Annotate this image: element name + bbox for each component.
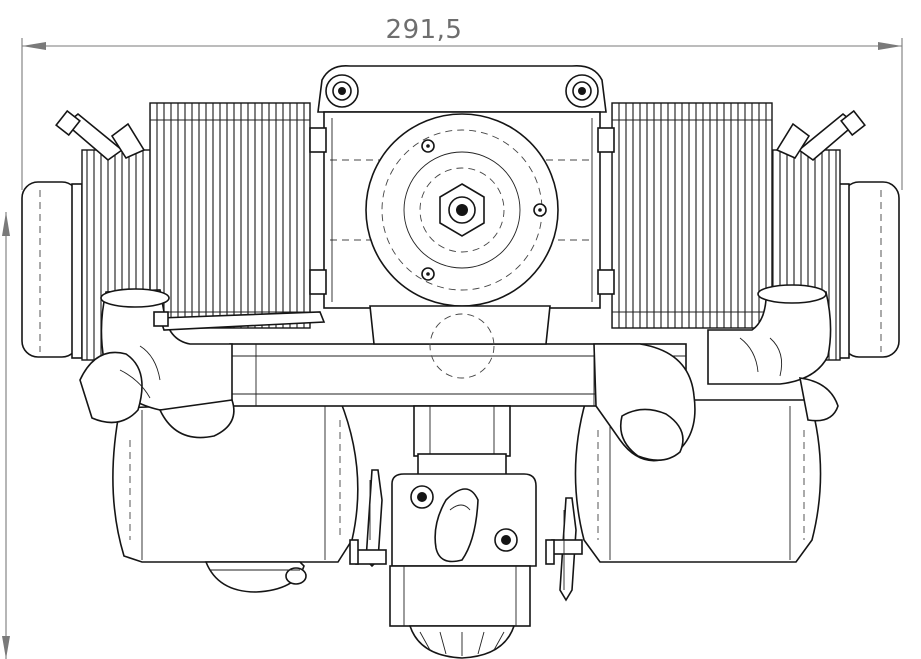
crankcase	[309, 64, 615, 309]
width-dimension-label: 291,5	[386, 15, 463, 45]
left-spark-plug	[55, 109, 146, 162]
right-exhaust-elbow	[593, 284, 839, 462]
right-lower-bracket	[545, 497, 583, 602]
right-valve-cover	[842, 181, 900, 358]
right-cylinder	[611, 102, 900, 361]
left-silencer-body	[112, 399, 359, 563]
left-lower-bracket	[349, 469, 387, 568]
lower-center-assembly	[369, 305, 551, 659]
center-neck	[413, 405, 511, 457]
top-mount-bar	[317, 64, 607, 113]
left-cylinder-fins	[149, 102, 311, 329]
right-spark-plug	[775, 109, 866, 162]
right-cylinder-fins	[611, 102, 773, 329]
left-silencer	[112, 399, 359, 593]
left-cylinder	[21, 102, 311, 361]
lower-box	[389, 565, 531, 627]
height-dimension	[2, 212, 10, 659]
width-dimension: 291,5	[21, 15, 903, 190]
left-exhaust-elbow	[79, 288, 326, 439]
left-valve-cover	[21, 181, 79, 358]
